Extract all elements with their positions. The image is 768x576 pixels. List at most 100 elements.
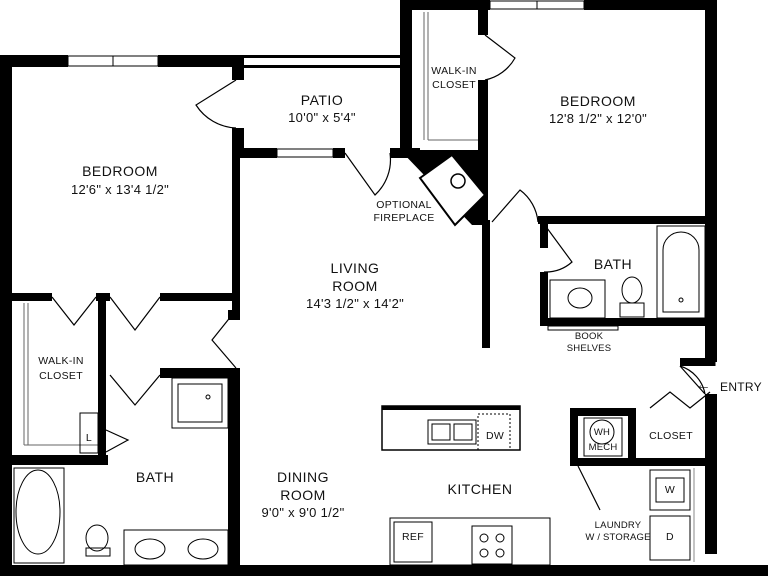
washer-inner xyxy=(655,477,685,503)
door-swing xyxy=(679,365,706,395)
toilet-tank xyxy=(619,302,645,318)
fireplace-label-line2: FIREPLACE xyxy=(373,212,435,224)
door-swing xyxy=(211,309,237,369)
room-label-bedroom-right: BEDROOM xyxy=(560,93,636,109)
laundry-label-line1: LAUNDRY xyxy=(594,520,642,531)
water-heater-circle xyxy=(589,419,615,445)
kitchen-sink-bowl xyxy=(453,423,473,441)
bathtub xyxy=(13,467,65,564)
dishwasher-box xyxy=(477,413,511,451)
wall xyxy=(705,0,717,362)
wall xyxy=(160,293,240,301)
wall xyxy=(584,0,714,10)
linen-closet-label: L xyxy=(85,432,93,444)
burner xyxy=(495,533,505,543)
closet-shelves xyxy=(23,12,619,446)
door-swing xyxy=(109,296,161,331)
window xyxy=(276,148,334,158)
kitchen-island xyxy=(381,405,521,451)
room-size-bedroom-left: 12'6" x 13'4 1/2" xyxy=(70,182,170,197)
washer-label: W xyxy=(664,484,676,496)
wall xyxy=(540,220,548,248)
fireplace-box xyxy=(418,153,487,227)
burner xyxy=(479,533,489,543)
toilet xyxy=(621,276,643,304)
walkin-closet-left-line1: WALK-IN xyxy=(38,355,84,367)
linen-closet xyxy=(79,412,99,454)
door-swing xyxy=(109,374,161,406)
room-size-bedroom-right: 12'8 1/2" x 12'0" xyxy=(548,111,648,126)
room-label-living-line2: ROOM xyxy=(332,278,378,294)
interior xyxy=(418,153,487,227)
wall xyxy=(228,368,240,568)
fireplace-label-line1: OPTIONAL xyxy=(376,199,432,211)
door-swing xyxy=(649,391,711,409)
wall xyxy=(400,0,490,10)
wall xyxy=(540,272,548,324)
dryer-box xyxy=(649,515,691,561)
stove xyxy=(471,525,513,565)
door-swing xyxy=(484,34,516,81)
refrigerator-label: REF xyxy=(402,531,424,543)
wall xyxy=(333,148,345,158)
closet-label: CLOSET xyxy=(649,430,693,442)
kitchen-sink-bowl xyxy=(431,423,451,441)
washer-box xyxy=(649,469,691,511)
wall xyxy=(232,156,240,310)
wall xyxy=(0,55,12,467)
sink xyxy=(134,538,166,560)
shower xyxy=(171,377,229,429)
room-label-living-line1: LIVING xyxy=(330,260,380,276)
room-label-bedroom-left: BEDROOM xyxy=(82,163,158,179)
bathtub xyxy=(656,225,706,319)
book-shelves-line2: SHELVES xyxy=(566,343,612,354)
wall xyxy=(160,368,240,378)
room-size-patio: 10'0" x 5'4" xyxy=(288,110,356,125)
shower-inner xyxy=(177,383,223,423)
doors xyxy=(51,34,711,511)
entry-arrow-icon: ← xyxy=(695,377,711,394)
burner xyxy=(495,548,505,558)
wall xyxy=(232,148,277,158)
windows xyxy=(67,0,585,158)
wall xyxy=(0,455,108,465)
bathtub-drain xyxy=(678,297,684,303)
kitchen-counter xyxy=(389,517,551,566)
door-swing xyxy=(491,189,539,223)
wall xyxy=(382,406,520,410)
room-size-living: 14'3 1/2" x 14'2" xyxy=(305,296,405,311)
toilet-tank xyxy=(85,547,111,557)
wall xyxy=(244,55,404,58)
toilet xyxy=(85,524,109,552)
door-swing xyxy=(577,465,601,511)
wall xyxy=(0,55,68,67)
door-swing xyxy=(105,429,130,453)
wall xyxy=(540,318,710,326)
wall xyxy=(680,358,717,366)
room-label-bath-right: BATH xyxy=(593,256,633,272)
wall xyxy=(400,0,412,158)
room-label-dining-line2: ROOM xyxy=(280,487,326,503)
dishwasher-label: DW xyxy=(485,430,505,442)
wall xyxy=(628,408,636,466)
room-label-patio: PATIO xyxy=(300,92,344,108)
wall xyxy=(98,293,106,463)
bathtub-basin xyxy=(662,231,700,313)
wall xyxy=(0,455,12,576)
fixtures xyxy=(13,225,719,566)
water-heater-label: WH xyxy=(593,427,611,438)
wall xyxy=(478,10,488,35)
laundry-label-line2: W / STORAGE xyxy=(585,532,651,543)
entry-label: ENTRY xyxy=(720,380,762,394)
wall xyxy=(232,55,244,80)
door-swing xyxy=(543,223,573,273)
door-swing xyxy=(679,365,706,395)
room-label-bath-left: BATH xyxy=(135,469,175,485)
wall xyxy=(158,55,244,67)
vanity xyxy=(549,279,606,319)
mech-label: MECH xyxy=(588,442,618,453)
door-swing xyxy=(344,152,392,196)
wall xyxy=(228,310,240,320)
burner xyxy=(479,548,489,558)
